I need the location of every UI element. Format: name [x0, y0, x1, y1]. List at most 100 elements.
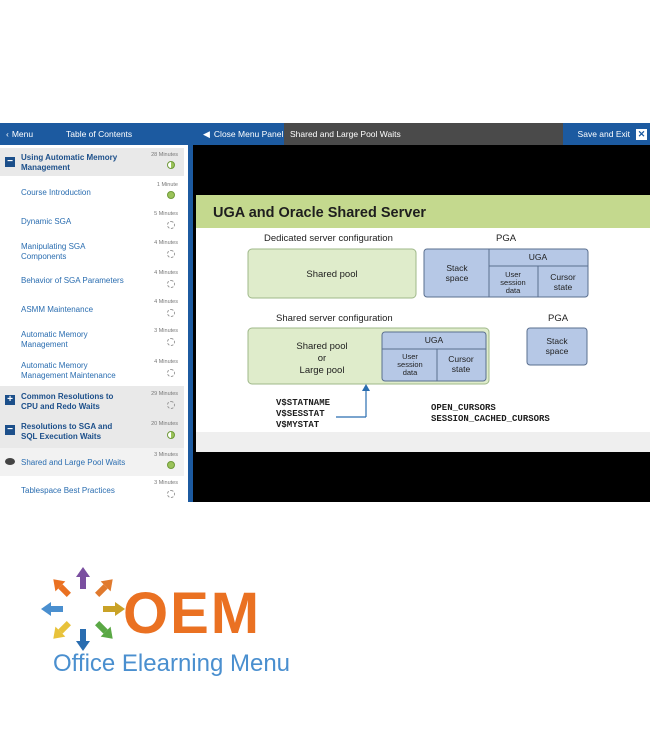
collapse-icon[interactable]: − — [5, 425, 15, 435]
memory-diagram: Dedicated server configuration PGA Share… — [247, 233, 589, 430]
toc-label: Common Resolutions to CPU and Redo Waits — [21, 392, 114, 411]
uga-box — [381, 331, 487, 382]
toc-item-shared-large-pool-waits[interactable]: Shared and Large Pool Waits 3 Minutes — [0, 448, 184, 476]
toc-label: Behavior of SGA Parameters — [21, 276, 124, 285]
duration-label: 20 Minutes — [151, 421, 178, 427]
slide-footer — [196, 432, 650, 452]
toc-label: Shared and Large Pool Waits — [21, 458, 126, 467]
logo-arrow-icon — [53, 579, 71, 597]
slide-viewer: UGA and Oracle Shared Server Dedicated s… — [193, 145, 650, 502]
toc-item-manipulating-sga[interactable]: Manipulating SGA Components 4 Minutes — [0, 236, 184, 266]
parameter-name: SESSION_CACHED_CURSORS — [431, 414, 550, 424]
parameter-name: OPEN_CURSORS — [431, 403, 496, 413]
view-name: V$MYSTAT — [276, 420, 320, 430]
toc-item-tablespace-best-practices[interactable]: Tablespace Best Practices 3 Minutes — [0, 476, 184, 502]
shared-pool-label: Shared pool — [306, 269, 357, 280]
pga-label: PGA — [548, 313, 569, 324]
duration-label: 3 Minutes — [154, 480, 178, 486]
expand-icon[interactable]: + — [5, 395, 15, 405]
progress-empty-icon — [167, 250, 175, 258]
progress-half-icon — [167, 431, 175, 439]
progress-empty-icon — [167, 338, 175, 346]
save-exit-label: Save and Exit — [577, 129, 630, 139]
chevron-left-icon: ‹ — [6, 129, 9, 139]
logo-subtitle: Office Elearning Menu — [53, 650, 291, 677]
duration-label: 29 Minutes — [151, 391, 178, 397]
logo-arrow-icon — [95, 579, 113, 597]
view-name: V$STATNAME — [276, 398, 331, 408]
toc-label: Using Automatic Memory Management — [21, 153, 118, 172]
shared-config-label: Shared server configuration — [276, 313, 393, 324]
oem-logo: OEM Office Elearning Menu — [0, 502, 650, 750]
uga-label: UGA — [425, 335, 444, 345]
top-bar: ‹ Menu Table of Contents ◀ Close Menu Pa… — [0, 123, 650, 145]
stack-space-box — [526, 327, 588, 366]
slide-header: UGA and Oracle Shared Server — [196, 195, 650, 228]
toc-item-course-introduction[interactable]: Course Introduction 1 Minute — [0, 176, 184, 207]
progress-complete-icon — [167, 461, 175, 469]
dedicated-config-label: Dedicated server configuration — [264, 233, 393, 244]
progress-empty-icon — [167, 490, 175, 498]
logo-arrow-icon — [41, 602, 63, 616]
toc-label: Resolutions to SGA and SQL Execution Wai… — [21, 422, 113, 441]
logo-arrow-icon — [53, 621, 71, 639]
logo-arrow-icon — [103, 602, 125, 616]
logo-arrow-icon — [76, 629, 90, 651]
arrows-logo-icon — [41, 567, 125, 651]
uga-label: UGA — [529, 252, 548, 262]
caret-left-icon: ◀ — [203, 128, 210, 139]
progress-empty-icon — [167, 280, 175, 288]
sidebar-header: ‹ Menu Table of Contents — [0, 123, 193, 145]
progress-empty-icon — [167, 369, 175, 377]
current-topic-marker-icon — [5, 458, 15, 465]
toc-item-dynamic-sga[interactable]: Dynamic SGA 5 Minutes — [0, 207, 184, 236]
toc-item-automatic-memory-management[interactable]: Automatic Memory Management 3 Minutes — [0, 324, 184, 355]
toc-item-amm-maintenance[interactable]: Automatic Memory Management Maintenance … — [0, 355, 184, 386]
logo-letters: OEM — [123, 581, 262, 646]
close-menu-panel-button[interactable]: ◀ Close Menu Panel — [193, 123, 284, 145]
menu-button[interactable]: ‹ Menu — [6, 129, 33, 139]
duration-label: 1 Minute — [156, 182, 178, 188]
duration-label: 4 Minutes — [154, 240, 178, 246]
arrow-head-icon — [362, 384, 370, 391]
logo-arrow-icon — [76, 567, 90, 589]
save-and-exit-button[interactable]: Save and Exit ✕ — [563, 123, 650, 145]
duration-label: 4 Minutes — [154, 270, 178, 276]
pga-box — [423, 248, 589, 298]
progress-empty-icon — [167, 401, 175, 409]
close-menu-label: Close Menu Panel — [213, 129, 284, 139]
table-of-contents: − Using Automatic Memory Management 28 M… — [0, 145, 193, 502]
toc-heading: Table of Contents — [66, 129, 133, 139]
logo-arrow-icon — [95, 621, 113, 639]
toc-section-cpu-redo-waits[interactable]: + Common Resolutions to CPU and Redo Wai… — [0, 386, 184, 416]
shared-pool-box — [247, 248, 417, 299]
current-topic-title: Shared and Large Pool Waits — [284, 123, 563, 145]
duration-label: 4 Minutes — [154, 299, 178, 305]
progress-complete-icon — [167, 191, 175, 199]
pga-label: PGA — [496, 233, 517, 244]
toc-label: Dynamic SGA — [21, 217, 72, 226]
toc-label: Automatic Memory Management Maintenance — [21, 361, 116, 380]
close-icon[interactable]: ✕ — [636, 128, 647, 140]
toc-section-automatic-memory[interactable]: − Using Automatic Memory Management 28 M… — [0, 148, 184, 176]
sidebar-scrollbar[interactable] — [188, 145, 193, 502]
duration-label: 5 Minutes — [154, 211, 178, 217]
toc-item-behavior-sga-parameters[interactable]: Behavior of SGA Parameters 4 Minutes — [0, 266, 184, 295]
duration-label: 3 Minutes — [154, 452, 178, 458]
toc-label: Tablespace Best Practices — [21, 486, 115, 495]
progress-half-icon — [167, 161, 175, 169]
duration-label: 28 Minutes — [151, 152, 178, 158]
toc-section-sga-sql-waits[interactable]: − Resolutions to SGA and SQL Execution W… — [0, 416, 184, 448]
collapse-icon[interactable]: − — [5, 157, 15, 167]
menu-label: Menu — [11, 129, 34, 139]
toc-item-asmm-maintenance[interactable]: ASMM Maintenance 4 Minutes — [0, 295, 184, 324]
progress-empty-icon — [167, 221, 175, 229]
toc-label: Automatic Memory Management — [21, 330, 88, 349]
